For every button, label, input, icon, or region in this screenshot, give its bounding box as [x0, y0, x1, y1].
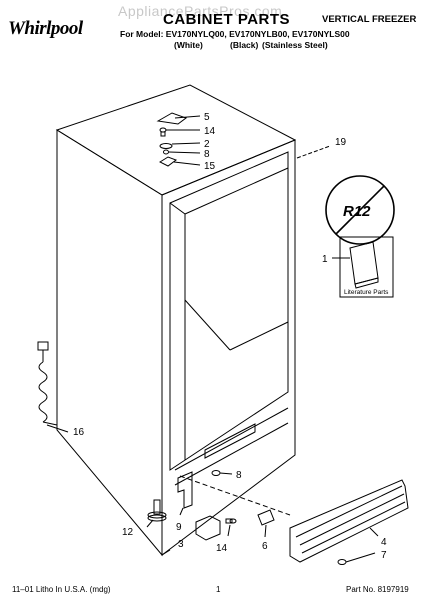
cabinet-shell [55, 84, 297, 557]
callout-8-top: 8 [204, 149, 210, 160]
callout-1: 1 [322, 254, 328, 265]
refrigerant-badge-text: R12 [343, 203, 371, 220]
callout-15: 15 [204, 161, 216, 172]
literature-parts-label: Literature Parts [344, 289, 389, 296]
callout-16: 16 [73, 427, 85, 438]
callout-3: 3 [178, 539, 184, 550]
model-list: For Model: EV170NYLQ00, EV170NYLB00, EV1… [120, 29, 350, 39]
callout-labels: 5 14 2 8 15 19 1 16 8 12 9 3 14 6 4 7 R1… [73, 112, 389, 561]
callout-14-top: 14 [204, 126, 216, 137]
refrigerant-badge [325, 175, 395, 245]
top-hinge-hardware [156, 112, 201, 167]
variant-white: (White) [174, 40, 203, 50]
base-grille [289, 479, 409, 565]
callout-7: 7 [381, 550, 387, 561]
variant-black: (Black) [230, 40, 259, 50]
callout-12: 12 [122, 527, 134, 538]
callout-19: 19 [335, 137, 347, 148]
callout-9: 9 [176, 522, 182, 533]
page-number: 1 [216, 585, 221, 594]
print-code: 11–01 Litho In U.S.A. (mdg) [12, 585, 111, 594]
callout-8-bottom: 8 [236, 470, 242, 481]
part-number: Part No. 8197919 [346, 585, 409, 594]
bottom-hardware [146, 470, 291, 541]
callout-4: 4 [381, 537, 387, 548]
brand-logo: Whirlpool [8, 18, 83, 39]
callout-14-bottom: 14 [216, 543, 228, 554]
callout-5: 5 [204, 112, 210, 123]
literature-booklet [332, 236, 394, 298]
power-cord [37, 341, 69, 433]
page-title: CABINET PARTS [163, 11, 291, 28]
callout-6: 6 [262, 541, 268, 552]
variant-stainless: (Stainless Steel) [262, 40, 328, 50]
watermark: AppliancePartsPros.com [118, 3, 283, 19]
callout-2: 2 [204, 139, 210, 150]
product-type: VERTICAL FREEZER [322, 14, 417, 25]
